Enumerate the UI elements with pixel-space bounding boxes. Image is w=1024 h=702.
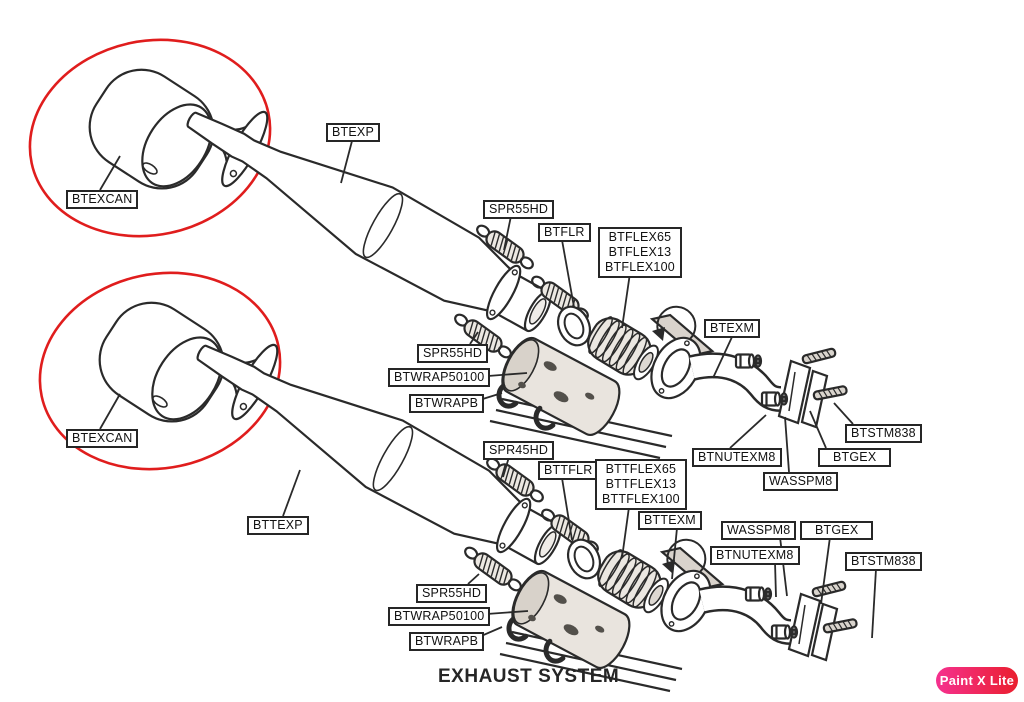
part-label-bttexm: BTTEXM [638,511,702,530]
part-label-spr55hd-top-lower: SPR55HD [417,344,489,363]
part-label-btexcan-bottom: BTEXCAN [66,429,139,448]
part-label-btflr: BTFLR [538,223,591,242]
part-label-btexp: BTEXP [326,123,380,142]
part-label-btgex-bottom: BTGEX [800,521,874,540]
part-label-btflex13: BTFLEX13 [608,245,672,259]
diagram-title: EXHAUST SYSTEM [438,666,620,687]
part-label-bttflex100: BTTFLEX100 [602,492,680,506]
part-label-wasspm8-bottom: WASSPM8 [721,521,797,540]
part-label-btflex65: BTFLEX65 [608,230,672,244]
part-label-btflex-group: BTFLEX65 BTFLEX13 BTFLEX100 [598,227,682,278]
part-label-btgex-top: BTGEX [818,448,892,467]
part-label-btwrapb-top: BTWRAPB [409,394,485,413]
part-label-bttexp: BTTEXP [247,516,309,535]
part-label-btstm838-bottom: BTSTM838 [845,552,922,571]
part-label-btflex100: BTFLEX100 [605,260,675,274]
part-label-btnutexm8-bottom: BTNUTEXM8 [710,546,800,565]
part-label-spr55hd-top-upper: SPR55HD [483,200,555,219]
part-label-spr55hd-bottom-lower: SPR55HD [416,584,488,603]
part-label-bttflex13: BTTFLEX13 [605,477,677,491]
part-label-spr45hd-bottom-upper: SPR45HD [483,441,555,460]
part-label-bttflr: BTTFLR [538,461,599,480]
part-label-btwrap50100-bottom: BTWRAP50100 [388,607,491,626]
part-label-btexcan-top: BTEXCAN [66,190,139,209]
leader-lines [99,140,877,641]
part-label-btwrap50100-top: BTWRAP50100 [388,368,491,387]
part-label-wasspm8-top: WASSPM8 [763,472,839,491]
part-label-btnutexm8-top: BTNUTEXM8 [692,448,782,467]
paint-x-lite-watermark: Paint X Lite [936,667,1018,694]
part-label-btwrapb-bottom: BTWRAPB [409,632,485,651]
part-label-btstm838-top: BTSTM838 [845,424,922,443]
part-label-bttflex-group: BTTFLEX65 BTTFLEX13 BTTFLEX100 [595,459,687,510]
part-label-btexm: BTEXM [704,319,761,338]
part-label-bttflex65: BTTFLEX65 [605,462,677,476]
